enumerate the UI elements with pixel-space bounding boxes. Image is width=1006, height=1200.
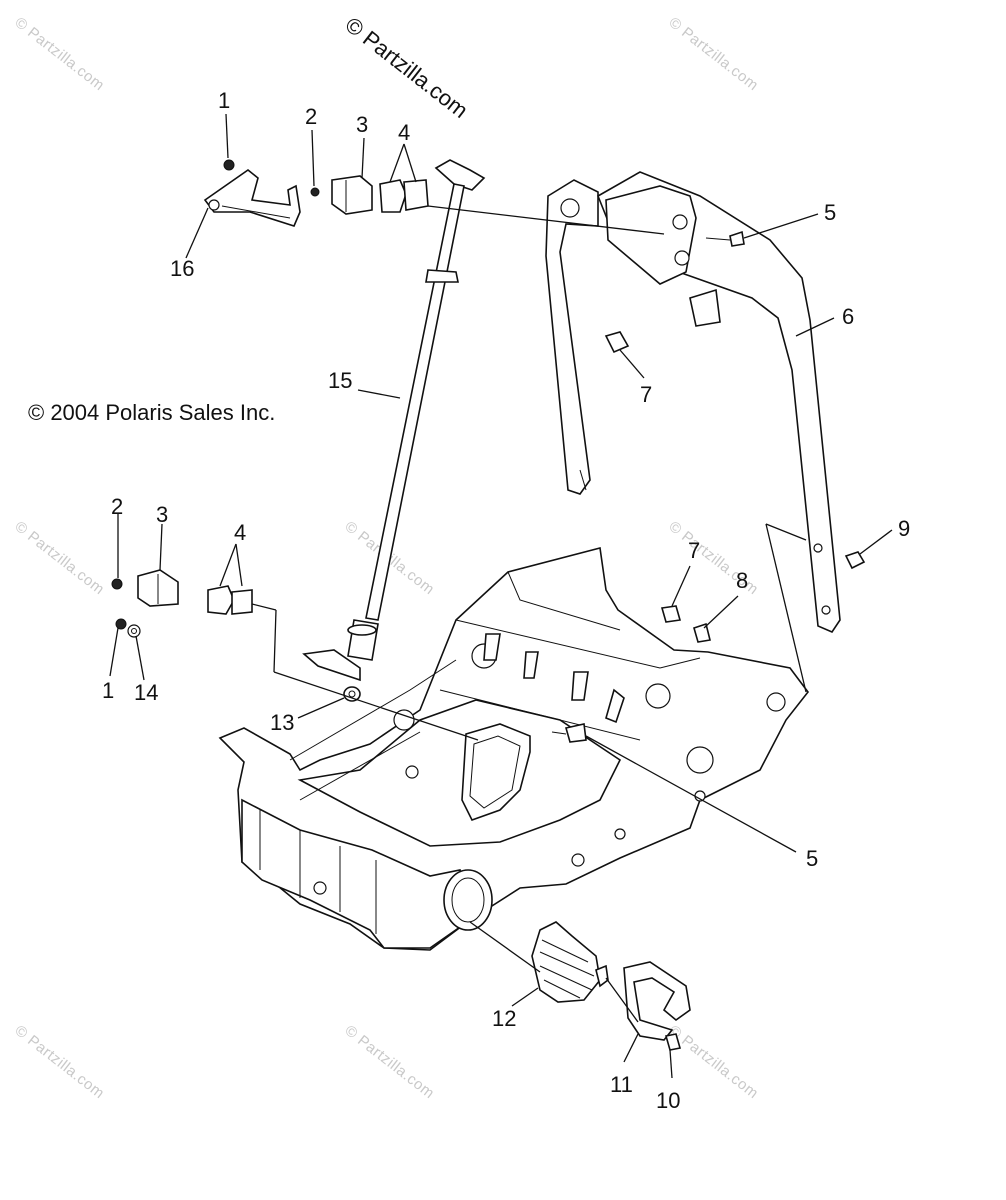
callout-1-left: 1 xyxy=(102,678,114,703)
callout-13: 13 xyxy=(270,710,294,735)
part-6-roll-bar xyxy=(545,171,841,633)
callout-1-top: 1 xyxy=(218,88,230,113)
callout-7-top: 7 xyxy=(640,382,652,407)
callout-3-top: 3 xyxy=(356,112,368,137)
callout-15: 15 xyxy=(328,368,352,393)
part-left-clamps xyxy=(111,569,253,638)
part-frame-chassis xyxy=(218,546,810,951)
part-13-washer xyxy=(343,686,361,702)
callout-12: 12 xyxy=(492,1006,516,1031)
part-10-screw xyxy=(664,1033,682,1051)
callout-9: 9 xyxy=(898,516,910,541)
callout-numbers: 1 2 3 4 5 6 7 9 15 16 2 3 4 1 14 7 8 13 … xyxy=(102,88,910,1113)
part-2-3-4-top-clamps xyxy=(310,175,429,215)
callout-2-left: 2 xyxy=(111,494,123,519)
callout-5-top: 5 xyxy=(824,200,836,225)
callout-16: 16 xyxy=(170,256,194,281)
callout-5-bottom: 5 xyxy=(806,846,818,871)
callout-3-left: 3 xyxy=(156,502,168,527)
callout-11: 11 xyxy=(610,1072,633,1097)
callout-8: 8 xyxy=(736,568,748,593)
callout-2-top: 2 xyxy=(305,104,317,129)
callout-7-mid: 7 xyxy=(688,538,700,563)
callout-10: 10 xyxy=(656,1088,680,1113)
part-12-boot xyxy=(531,921,609,1003)
callout-14: 14 xyxy=(134,680,158,705)
part-11-clamp xyxy=(623,961,691,1041)
part-15-steering-column xyxy=(302,159,486,682)
small-hardware-top xyxy=(604,230,866,570)
part-16-bracket xyxy=(203,159,301,227)
callout-6: 6 xyxy=(842,304,854,329)
callout-4-top: 4 xyxy=(398,120,410,145)
copyright-text: © 2004 Polaris Sales Inc. xyxy=(28,400,276,425)
callout-4-left: 4 xyxy=(234,520,246,545)
leader-lines xyxy=(109,113,893,1079)
